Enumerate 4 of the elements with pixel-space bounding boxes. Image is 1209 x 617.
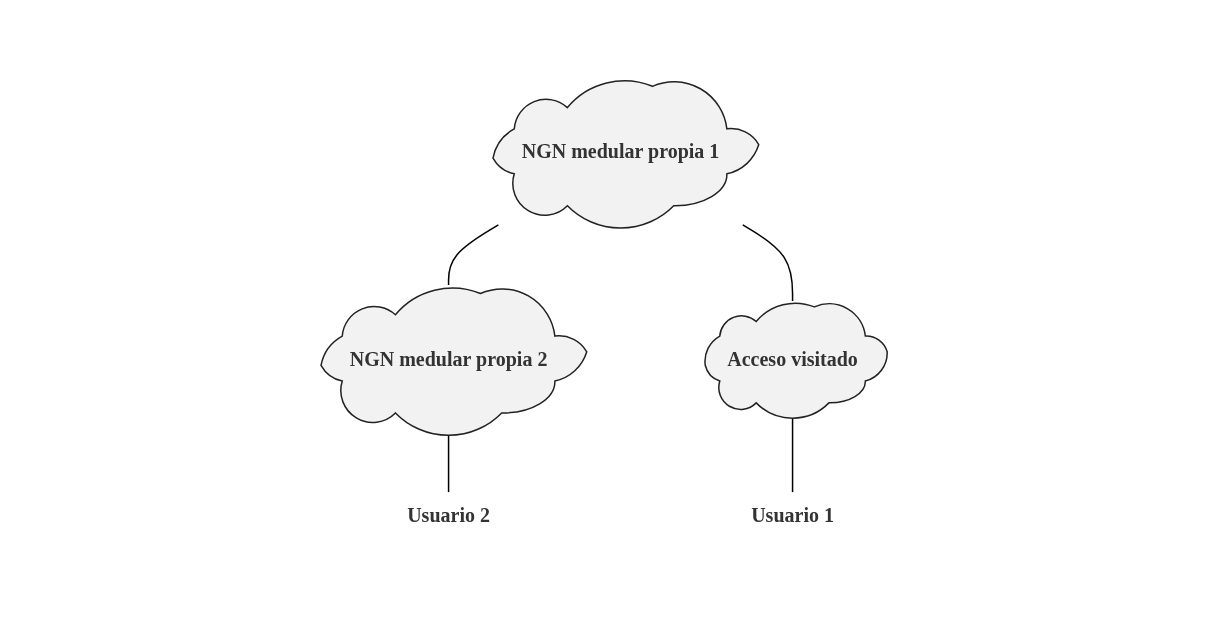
connector — [742, 223, 794, 302]
node-text: Usuario 1 — [751, 503, 835, 526]
connector — [448, 223, 500, 286]
node-text: Usuario 2 — [407, 503, 491, 526]
